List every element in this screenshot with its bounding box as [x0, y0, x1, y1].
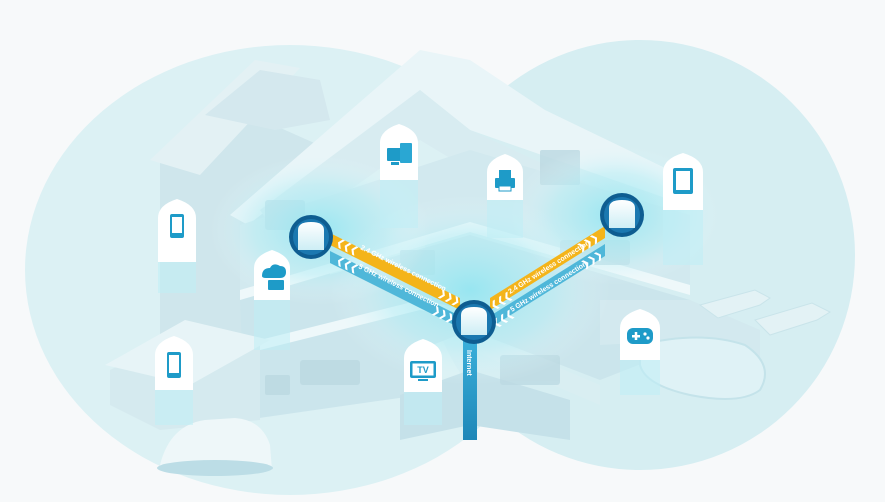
- tv-icon: TV: [410, 361, 436, 381]
- device-gamepad: [620, 309, 660, 395]
- gamepad-icon: [627, 328, 653, 344]
- internet-label: Internet: [465, 350, 472, 376]
- sun-loungers: [698, 289, 832, 336]
- smartphone-icon: [170, 214, 184, 238]
- device-tablet: [663, 153, 703, 265]
- mesh-node-left: [289, 215, 333, 259]
- device-printer: [487, 154, 523, 238]
- device-smartphone-lower: [155, 336, 193, 425]
- device-smartphone-upper: [158, 199, 196, 293]
- device-cloud-storage: [254, 250, 290, 350]
- cloud-storage-icon: [262, 264, 286, 290]
- computer-icon: [387, 143, 412, 165]
- printer-icon: [495, 170, 515, 192]
- mesh-node-right: [600, 193, 644, 237]
- tv-label: TV: [417, 365, 429, 375]
- device-computer: [380, 124, 418, 228]
- pool: [639, 336, 766, 400]
- tablet-icon: [673, 168, 693, 194]
- smartphone-icon: [167, 352, 181, 378]
- internet-line: Internet: [463, 330, 477, 440]
- car: [157, 418, 273, 476]
- device-tv: TV: [404, 339, 442, 425]
- mesh-node-center: [452, 300, 496, 344]
